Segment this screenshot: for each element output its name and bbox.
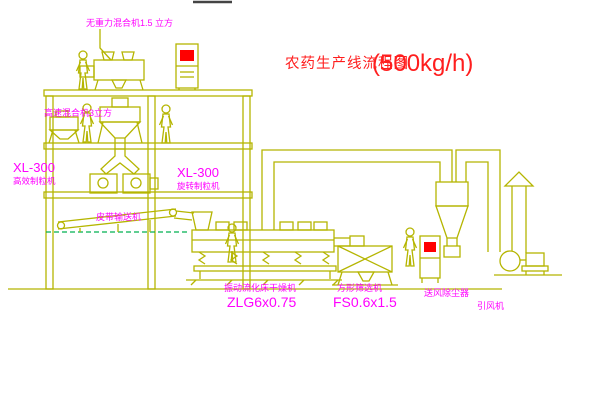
control-cabinet-lower [419, 235, 441, 283]
label-granulator-left-model: XL-300 [13, 160, 55, 175]
granulator-left [89, 173, 118, 194]
panel-indicator [180, 50, 194, 61]
label-sieve-name: 方形筛选机 [337, 282, 382, 293]
label-high-speed-mixer: 高速混合机3立方 [44, 107, 112, 118]
weigh-hopper [48, 110, 80, 144]
gravity-free-mixer [79, 29, 145, 91]
granulator-right [122, 173, 159, 194]
label-sieve-model: FS0.6x1.5 [333, 294, 397, 310]
label-dryer-name: 振动流化床干燥机 [224, 282, 296, 293]
cyclone-outlet-duct [455, 149, 501, 252]
induced-draft-fan [499, 250, 549, 275]
fluid-bed-dryer [186, 211, 350, 286]
label-granulator-right-model: XL-300 [177, 165, 219, 180]
label-gravity-mixer: 无重力混合机1.5 立方 [86, 17, 173, 28]
drawing-title: 农药生产线流程图 [285, 55, 409, 72]
label-induced-fan: 引风机 [477, 300, 504, 311]
y-feed-pipe [100, 148, 140, 175]
belt-conveyor [56, 208, 195, 232]
worker-figure [402, 227, 418, 267]
label-granulator-right-name: 旋转制粒机 [177, 181, 220, 191]
exhaust-duct [261, 149, 453, 230]
label-dust-collector: 送风除尘器 [424, 287, 469, 298]
drawing-title-rate: (500kg/h) [372, 50, 473, 77]
exhaust-stack [503, 171, 535, 253]
building-frame [43, 89, 253, 290]
ground-line [8, 274, 562, 290]
label-dryer-model: ZLG6x0.75 [227, 294, 296, 310]
label-belt-conveyor: 皮带输送机 [96, 211, 141, 222]
label-granulator-left-name: 高效制粒机 [13, 176, 56, 186]
annotations: 无重力混合机1.5 立方 农药生产线流程图 (500kg/h) 高速混合机3立方… [13, 17, 504, 311]
worker-figure [75, 50, 91, 90]
panel-indicator [424, 242, 436, 252]
square-sieve [332, 235, 398, 286]
control-cabinet-upper [175, 43, 199, 90]
high-speed-mixer [97, 97, 143, 149]
worker-figure [158, 104, 174, 144]
cyclone-separator [435, 181, 469, 258]
